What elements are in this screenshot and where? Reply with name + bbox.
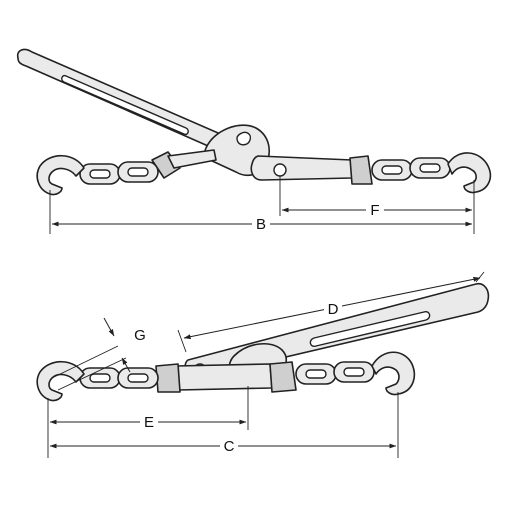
bottom-left-chain (79, 367, 159, 389)
top-right-hook (447, 152, 492, 194)
bottom-right-chain (295, 361, 375, 385)
top-left-barrel (151, 151, 181, 179)
bottom-right-hook (371, 351, 416, 396)
label-E: E (144, 414, 154, 431)
top-cam-eye (236, 131, 252, 146)
top-right-barrel (349, 155, 373, 185)
bottom-binder (36, 282, 490, 402)
top-left-hook (36, 154, 85, 196)
dimension-D: D (177, 271, 485, 353)
top-binder (16, 48, 492, 196)
dimension-F: F (279, 176, 473, 220)
top-left-chain (79, 161, 159, 185)
bottom-link-bar (175, 363, 273, 391)
dimension-E: E (47, 386, 249, 458)
bottom-left-hook (36, 360, 85, 402)
label-D: D (328, 301, 339, 318)
label-G: G (134, 327, 146, 344)
top-right-chain (371, 157, 451, 181)
dimension-B: B (49, 180, 475, 234)
top-pivot-pin (273, 163, 287, 177)
label-B: B (256, 216, 266, 233)
dimension-G: G (51, 317, 146, 391)
top-link-bar (250, 155, 353, 181)
bottom-right-barrel (269, 361, 297, 393)
label-F: F (370, 202, 379, 219)
label-C: C (224, 438, 235, 455)
top-handle-slot (61, 74, 189, 136)
dimension-C: C (49, 392, 399, 458)
bottom-left-barrel (155, 363, 181, 393)
top-left-arm (167, 149, 217, 169)
